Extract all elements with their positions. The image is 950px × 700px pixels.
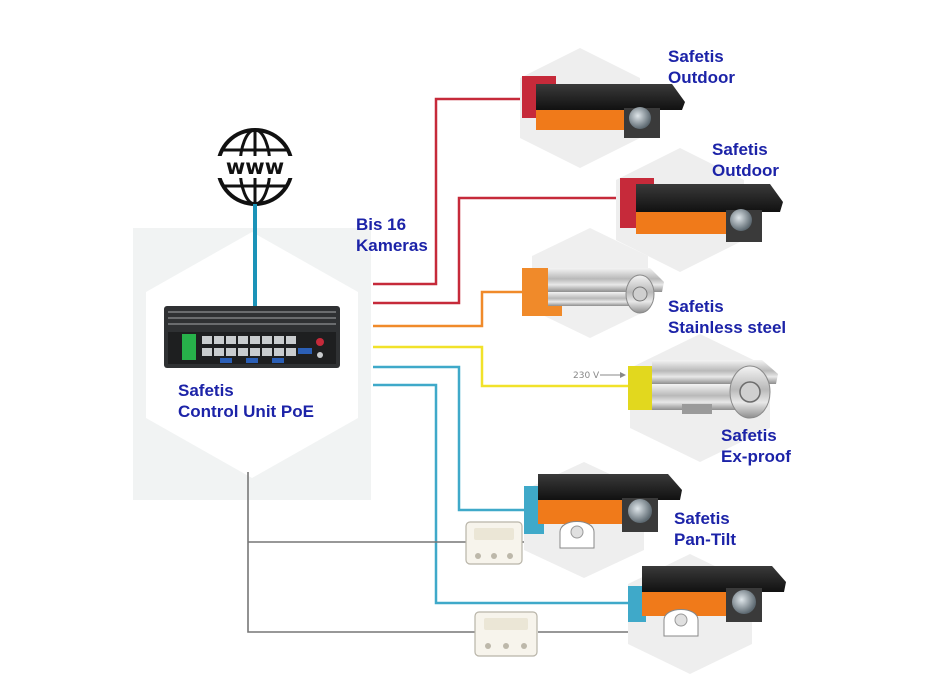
control-unit-label: Safetis Control Unit PoE [178, 381, 314, 421]
control-unit-device [164, 306, 340, 368]
cable-pantilt-1 [373, 365, 528, 512]
camera-outdoor-1 [520, 48, 685, 168]
label-exproof: Safetis Ex-proof [721, 426, 791, 466]
camera-pantilt-2 [628, 554, 786, 674]
www-text: www [226, 155, 284, 179]
cable-outdoor-2 [373, 196, 628, 305]
label-outdoor-1: Safetis Outdoor [668, 47, 736, 87]
voltage-arrow: 230 V [573, 371, 626, 381]
camera-exproof [628, 334, 778, 462]
cable-exproof [373, 345, 630, 388]
camera-count-label: Bis 16 Kameras [356, 215, 428, 255]
camera-pantilt-1 [524, 462, 682, 578]
camera-cables [373, 97, 630, 605]
label-stainless: Safetis Stainless steel [668, 297, 787, 337]
label-outdoor-2: Safetis Outdoor [712, 140, 780, 180]
cable-pantilt-2 [373, 383, 628, 605]
junction-box-1 [465, 521, 523, 565]
camera-stainless [522, 228, 664, 338]
junction-box-2 [474, 611, 538, 657]
cable-stainless [373, 290, 530, 328]
svg-text:230 V: 230 V [573, 371, 600, 381]
cable-outdoor-1 [373, 97, 530, 286]
camera-outdoor-2 [616, 148, 783, 272]
globe-icon: www [214, 128, 296, 206]
label-pantilt: Safetis Pan-Tilt [674, 509, 737, 549]
